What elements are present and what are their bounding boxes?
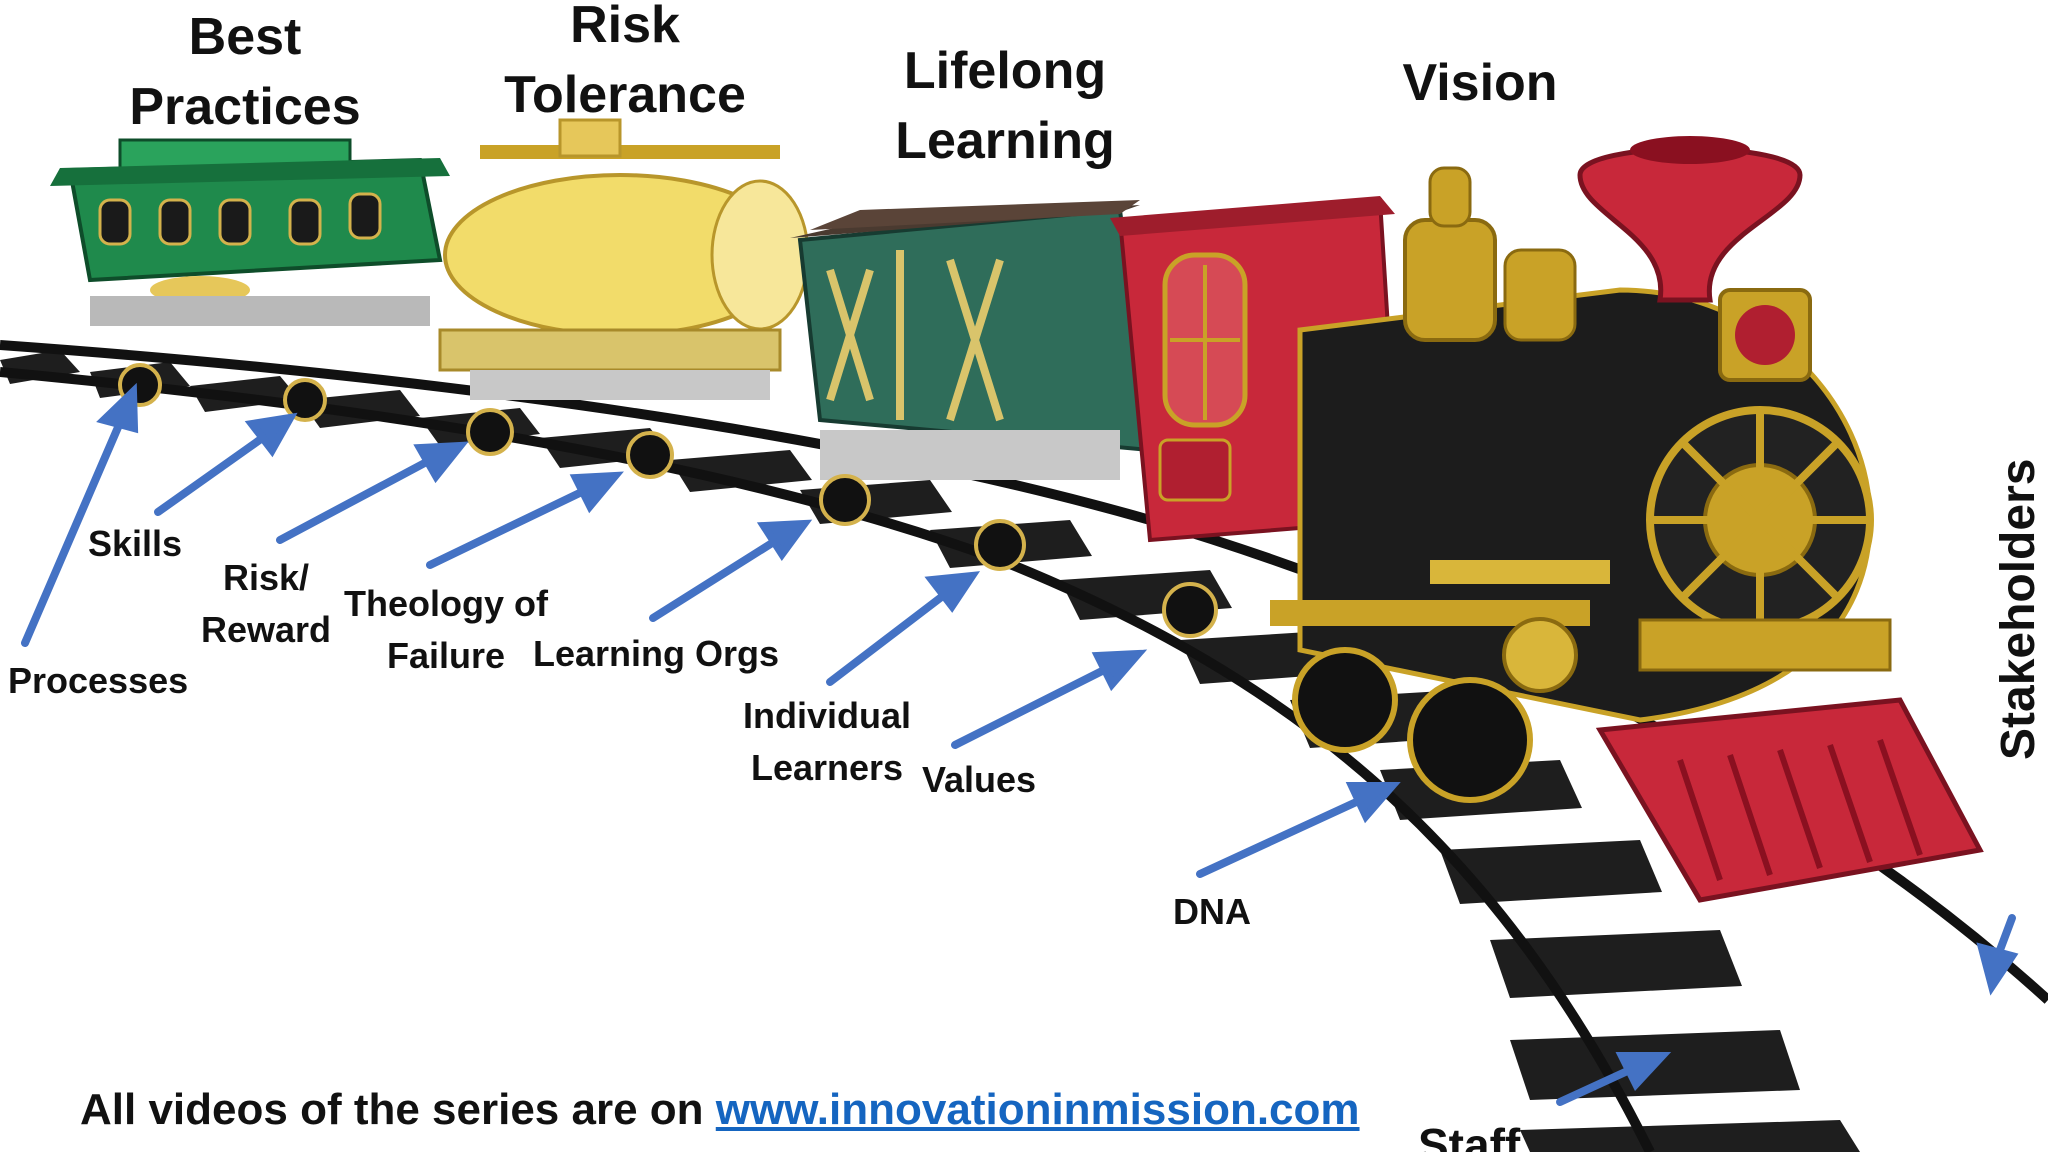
- label-processes: Processes: [8, 660, 189, 701]
- arrow-processes: [21, 382, 139, 647]
- boxcar: [790, 200, 1153, 571]
- label-arrows: [21, 382, 2019, 1106]
- label-theology-of-failure: Theology of Failure: [336, 578, 556, 682]
- header-lifelong-learning: Lifelong Learning: [870, 36, 1140, 176]
- arrow-skills: [154, 412, 298, 516]
- label-learning-orgs: Learning Orgs: [533, 633, 780, 674]
- label-risk-reward: Risk/ Reward: [186, 552, 346, 656]
- label-theology-of-failure-line-2: Failure: [386, 635, 506, 676]
- arrow-learning-orgs: [649, 519, 813, 622]
- header-risk-tolerance: Risk Tolerance: [500, 0, 750, 130]
- arrow-staff: [1556, 1052, 1672, 1106]
- arrow-values: [951, 649, 1148, 749]
- header-lifelong-learning-line-2: Learning: [895, 112, 1115, 170]
- header-best-practices-line-1: Best: [188, 8, 302, 66]
- header-best-practices: Best Practices: [120, 2, 370, 142]
- footer-text: All videos of the series are on: [80, 1085, 716, 1134]
- label-theology-of-failure-line-1: Theology of: [344, 583, 548, 624]
- header-risk-tolerance-line-1: Risk: [570, 0, 680, 54]
- arrow-dna: [1196, 782, 1401, 878]
- arrow-stakeholders: [1976, 914, 2019, 996]
- label-dna: DNA: [1173, 891, 1251, 932]
- label-risk-reward-line-1: Risk/: [222, 557, 310, 598]
- tanker-car: [438, 118, 810, 479]
- locomotive: [1110, 136, 1984, 903]
- header-vision: Vision: [1402, 54, 1558, 112]
- header-best-practices-line-2: Practices: [129, 78, 361, 136]
- arrow-risk-reward: [276, 441, 469, 544]
- footer-note: All videos of the series are on www.inno…: [80, 1080, 1360, 1140]
- footer-website-link[interactable]: www.innovationinmission.com: [715, 1085, 1360, 1134]
- label-individual-learners-line-2: Learners: [750, 747, 904, 788]
- label-individual-learners: Individual Learners: [732, 690, 922, 794]
- label-staff: Staff: [1418, 1119, 1521, 1152]
- label-risk-reward-line-2: Reward: [200, 609, 332, 650]
- arrow-theology-of-failure: [426, 471, 624, 569]
- arrow-individual-learners: [826, 571, 981, 686]
- label-skills: Skills: [88, 523, 183, 564]
- label-stakeholders: Stakeholders: [1992, 458, 2045, 760]
- header-lifelong-learning-line-1: Lifelong: [903, 42, 1107, 100]
- label-individual-learners-line-1: Individual: [742, 695, 911, 736]
- header-risk-tolerance-line-2: Tolerance: [504, 66, 746, 124]
- label-values: Values: [922, 759, 1037, 800]
- caboose-car: [50, 138, 450, 422]
